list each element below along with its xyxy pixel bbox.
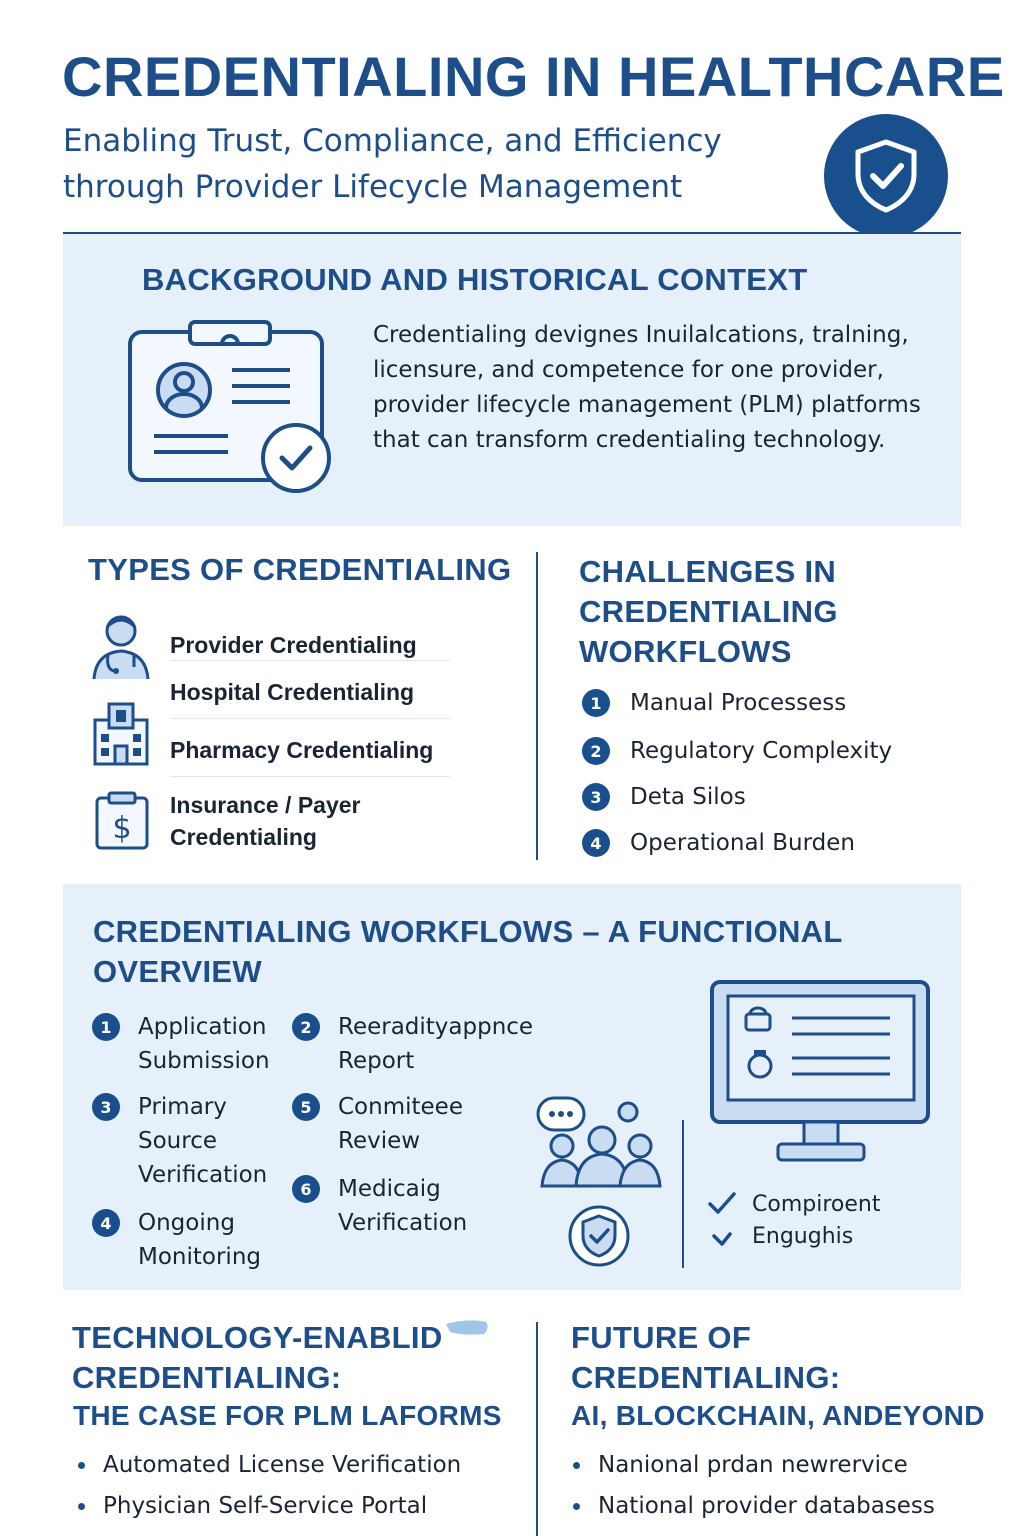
challenge-label: Regulatory Complexity (630, 738, 893, 764)
challenge-item: 2 Regulatory Complexity (582, 734, 892, 768)
number-badge: 4 (92, 1209, 120, 1237)
workflow-divider (682, 1120, 684, 1268)
number-badge: 6 (292, 1175, 320, 1203)
workflow-step-label: Ongoing Monitoring (138, 1210, 261, 1270)
workflow-step: 5 Conmiteee Review (292, 1090, 492, 1158)
workflows-heading: CREDENTIALING WORKFLOWS – A FUNCTIONAL O… (93, 914, 843, 989)
check-label: Compiroent (752, 1191, 881, 1217)
shield-check-icon (855, 139, 917, 213)
background-heading: BACKGROUND AND HISTORICAL CONTEXT (142, 262, 808, 297)
type-separator (170, 660, 450, 661)
workflow-step: 1 Application Submission (92, 1010, 282, 1078)
svg-text:$: $ (112, 811, 131, 846)
type-label-provider: Provider Credentialing (170, 632, 417, 658)
id-card-icon (128, 320, 331, 493)
number-badge: 1 (92, 1013, 120, 1041)
check-item: Compiroent (706, 1190, 880, 1218)
bullet-text: Automated License Verification (103, 1452, 462, 1478)
challenge-label: Deta Silos (630, 784, 746, 810)
bullet-text: Nanional prdan newrervice (598, 1452, 908, 1478)
number-badge: 1 (582, 689, 610, 717)
subtitle-line-2: through Provider Lifecycle Management (63, 169, 683, 205)
checkmark-icon (708, 1192, 736, 1214)
bullet-dot (573, 1461, 580, 1469)
workflow-step: 3 Primary Source Verification (92, 1090, 282, 1192)
number-badge: 5 (292, 1093, 320, 1121)
bullet-dot (573, 1502, 580, 1510)
type-label-insurance: Insurance / Payer Credentialing (170, 792, 361, 850)
monitor-icon (710, 980, 930, 1162)
future-bullet: Nanional prdan newrervice (573, 1452, 908, 1478)
type-label-pharmacy: Pharmacy Credentialing (170, 737, 434, 763)
type-separator (170, 718, 450, 719)
shield-check-icon (568, 1205, 630, 1267)
challenge-label: Manual Processess (630, 690, 847, 716)
workflow-step-label: Primary Source Verification (138, 1094, 268, 1188)
challenge-item: 4 Operational Burden (582, 826, 855, 860)
workflow-step-label: Medicaig Verification (338, 1176, 468, 1236)
workflow-step-label: Conmiteee Review (338, 1094, 463, 1154)
type-item-provider: Provider Credentialing (86, 610, 486, 680)
technology-subheading: THE CASE FOR PLM LAFORMS (73, 1400, 502, 1431)
tech-future-divider (536, 1322, 538, 1536)
workflow-step: 2 Reeradityappnce Report (292, 1010, 552, 1078)
bullet-dot (78, 1461, 85, 1469)
hospital-icon (86, 698, 156, 768)
challenge-item: 1 Manual Processess (582, 686, 846, 720)
background-text: Credentialing devignes Inuilalcations, t… (373, 322, 921, 453)
shield-check-badge (824, 114, 948, 238)
bullet-dot (78, 1502, 85, 1510)
header-divider (63, 232, 961, 234)
challenges-heading: CHALLENGES IN CREDENTIALING WORKFLOWS (579, 554, 838, 669)
workflow-step-label: Reeradityappnce Report (338, 1014, 534, 1074)
type-separator (170, 776, 450, 777)
types-challenges-divider (536, 552, 538, 860)
technology-bullet: Physician Self-Service Portal (78, 1493, 427, 1519)
page-title: CREDENTIALING IN HEALTHCARE (62, 45, 1005, 108)
future-subheading: AI, BLOCKCHAIN, ANDEYOND (571, 1400, 985, 1431)
technology-bullet: Automated License Verification (78, 1452, 461, 1478)
future-bullet: National provider databasess (573, 1493, 935, 1519)
number-badge: 3 (92, 1093, 120, 1121)
page-subtitle: Enabling Trust, Compliance, and Efficien… (63, 118, 803, 210)
subtitle-line-1: Enabling Trust, Compliance, and Efficien… (63, 123, 722, 159)
check-item: Engughis (706, 1222, 853, 1250)
type-item-insurance: $ Insurance / Payer Credentialing (86, 786, 486, 856)
team-icon (536, 1096, 662, 1188)
number-badge: 2 (582, 737, 610, 765)
future-heading: FUTURE OF CREDENTIALING: (571, 1320, 841, 1395)
bullet-text: National provider databasess (598, 1493, 935, 1519)
type-label-hospital: Hospital Credentialing (170, 679, 415, 705)
workflow-step: 4 Ongoing Monitoring (92, 1206, 282, 1274)
chevron-down-icon (712, 1232, 732, 1246)
type-item-pharmacy: Pharmacy Credentialing (170, 734, 570, 766)
bullet-text: Physician Self-Service Portal (103, 1493, 428, 1519)
check-label: Engughis (752, 1223, 854, 1249)
number-badge: 2 (292, 1013, 320, 1041)
number-badge: 3 (582, 783, 610, 811)
types-heading: TYPES OF CREDENTIALING (88, 552, 512, 587)
technology-heading: TECHNOLOGY-ENABLID CREDENTIALING: (72, 1320, 443, 1395)
challenge-label: Operational Burden (630, 830, 855, 856)
workflow-step-label: Application Submission (138, 1014, 270, 1074)
doctor-icon (86, 610, 156, 680)
type-item-hospital: Hospital Credentialing (86, 666, 486, 768)
number-badge: 4 (582, 829, 610, 857)
workflow-step: 6 Medicaig Verification (292, 1172, 492, 1240)
dollar-document-icon: $ (86, 786, 156, 856)
challenge-item: 3 Deta Silos (582, 780, 746, 814)
swoosh-decoration-icon (446, 1320, 488, 1335)
